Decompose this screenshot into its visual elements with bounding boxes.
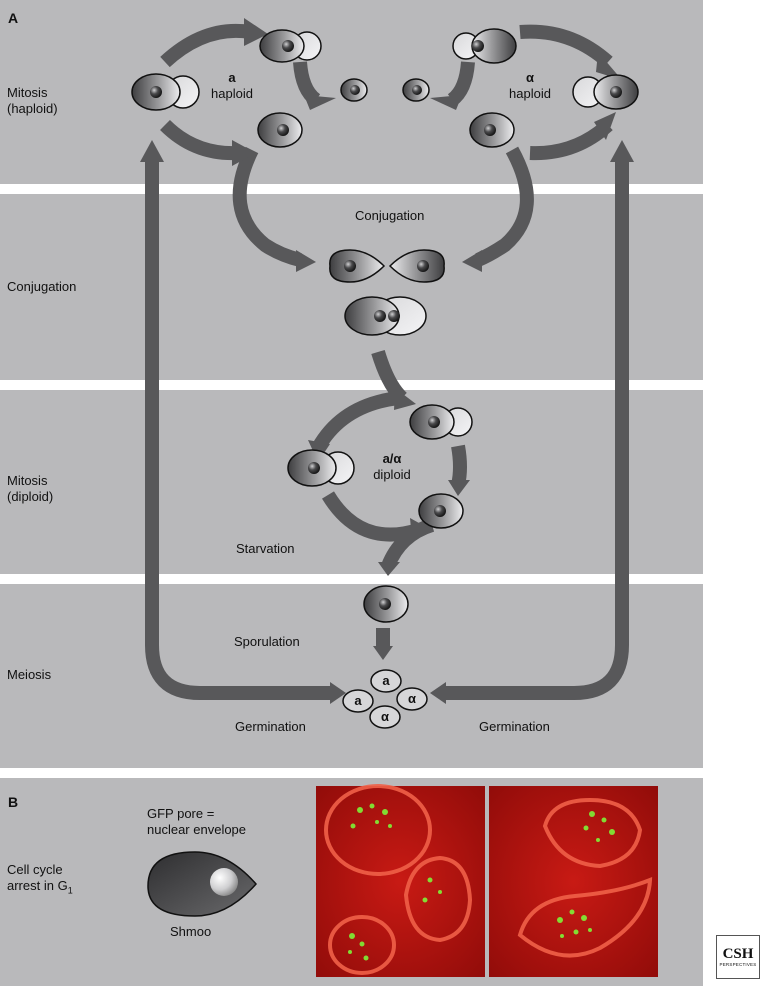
diploid-label: a/α diploid xyxy=(373,451,411,482)
micrograph-2 xyxy=(489,786,658,977)
cell-zygote xyxy=(344,296,427,336)
band-conjugation xyxy=(0,194,703,380)
cell-diploid-budding-top xyxy=(409,404,473,440)
arrowhead-mitosis-a-bottom xyxy=(232,140,256,166)
arrowhead-germination-right xyxy=(430,682,446,704)
sporulation-label: Sporulation xyxy=(234,634,300,649)
arrowhead-mitosis-a-right xyxy=(304,95,336,110)
diploid-arc-right xyxy=(451,444,467,487)
arrowhead-conjugation-right xyxy=(462,250,482,272)
band-meiosis xyxy=(0,584,703,768)
spore-a-left xyxy=(342,689,374,713)
diploid-arc-bottom xyxy=(322,491,421,542)
arrowhead-starvation xyxy=(378,562,400,576)
mitosis-alpha-arc-top xyxy=(519,24,613,68)
mitosis-a-arc-top xyxy=(160,23,252,68)
cell-a-budding-left xyxy=(131,73,200,111)
germination-right-label: Germination xyxy=(479,719,550,734)
cell-shmoo-a xyxy=(329,249,386,283)
spore-alpha-bottom xyxy=(369,705,401,729)
mitosis-alpha-arc-left xyxy=(447,61,475,106)
germination-left-label: Germination xyxy=(235,719,306,734)
conjugation-arc-right xyxy=(475,146,534,267)
mitosis-a-arc-right xyxy=(293,61,321,106)
spore-alpha-bottom-label: α xyxy=(381,709,389,724)
tetrad xyxy=(342,669,428,729)
cell-shmoo-alpha xyxy=(388,249,445,283)
shmoo-illustration xyxy=(147,851,257,917)
arrowhead-zygote-diploid xyxy=(394,388,416,410)
cell-alpha-budding-right xyxy=(572,74,639,110)
gfp-pore-note: GFP pore = nuclear envelope xyxy=(147,806,247,837)
spore-a-top xyxy=(370,669,402,693)
cell-diploid-single xyxy=(418,493,464,529)
arrowheads xyxy=(140,18,634,704)
haploid-alpha-label: α haploid xyxy=(509,70,551,101)
arrowhead-sporulation xyxy=(373,646,393,660)
micrograph-1 xyxy=(316,784,485,977)
mitosis-alpha-arc-bottom xyxy=(529,119,613,161)
conjugation-arc-left xyxy=(232,146,302,267)
cell-diploid-budding-left xyxy=(287,449,355,487)
spore-a-top-label: a xyxy=(382,673,390,688)
arrowhead-return-left xyxy=(140,140,164,162)
arrowhead-conjugation-left xyxy=(296,250,316,272)
arrowhead-mitosis-a-top xyxy=(244,18,268,46)
starvation-label: Starvation xyxy=(236,541,295,556)
panel-b-letter: B xyxy=(8,794,19,810)
cell-a-small xyxy=(340,78,368,102)
spore-alpha-right xyxy=(396,687,428,711)
row-label-cell-cycle-arrest: Cell cycle arrest in G1 xyxy=(7,862,73,896)
row-label-meiosis: Meiosis xyxy=(7,667,52,682)
csh-perspectives-logo: CSH PERSPECTIVES xyxy=(716,935,760,979)
arrowhead-mitosis-alpha-top xyxy=(596,52,622,80)
cell-alpha-single xyxy=(469,112,515,148)
cell-a-budding-top xyxy=(259,29,322,63)
row-label-mitosis-diploid: Mitosis (diploid) xyxy=(7,473,54,504)
row-label-mitosis-haploid: Mitosis (haploid) xyxy=(7,85,58,116)
arrowhead-mitosis-alpha-bottom xyxy=(594,112,616,140)
arrowhead-return-right xyxy=(610,140,634,162)
panel-a-letter: A xyxy=(8,10,19,26)
arrowhead-diploid-bottom xyxy=(410,518,428,540)
cell-a-single xyxy=(257,112,303,148)
cell-alpha-small xyxy=(402,78,430,102)
diploid-arc-top xyxy=(311,391,399,452)
haploid-a-label: a haploid xyxy=(211,70,253,101)
germination-arrow-right xyxy=(442,155,629,700)
arrowhead-germination-left xyxy=(330,682,346,704)
arrowhead-diploid-right xyxy=(448,480,470,496)
row-label-conjugation: Conjugation xyxy=(7,279,77,294)
spore-a-left-label: a xyxy=(354,693,362,708)
cell-alpha-budding-top xyxy=(452,28,517,64)
conjugation-label: Conjugation xyxy=(355,208,425,223)
cell-sporulating xyxy=(363,585,409,623)
germination-arrow-left xyxy=(145,155,333,700)
mitosis-a-arc-bottom xyxy=(160,119,239,161)
arrowhead-mitosis-alpha-left xyxy=(430,95,462,110)
spore-alpha-right-label: α xyxy=(408,691,416,706)
shmoo-label: Shmoo xyxy=(170,924,212,939)
